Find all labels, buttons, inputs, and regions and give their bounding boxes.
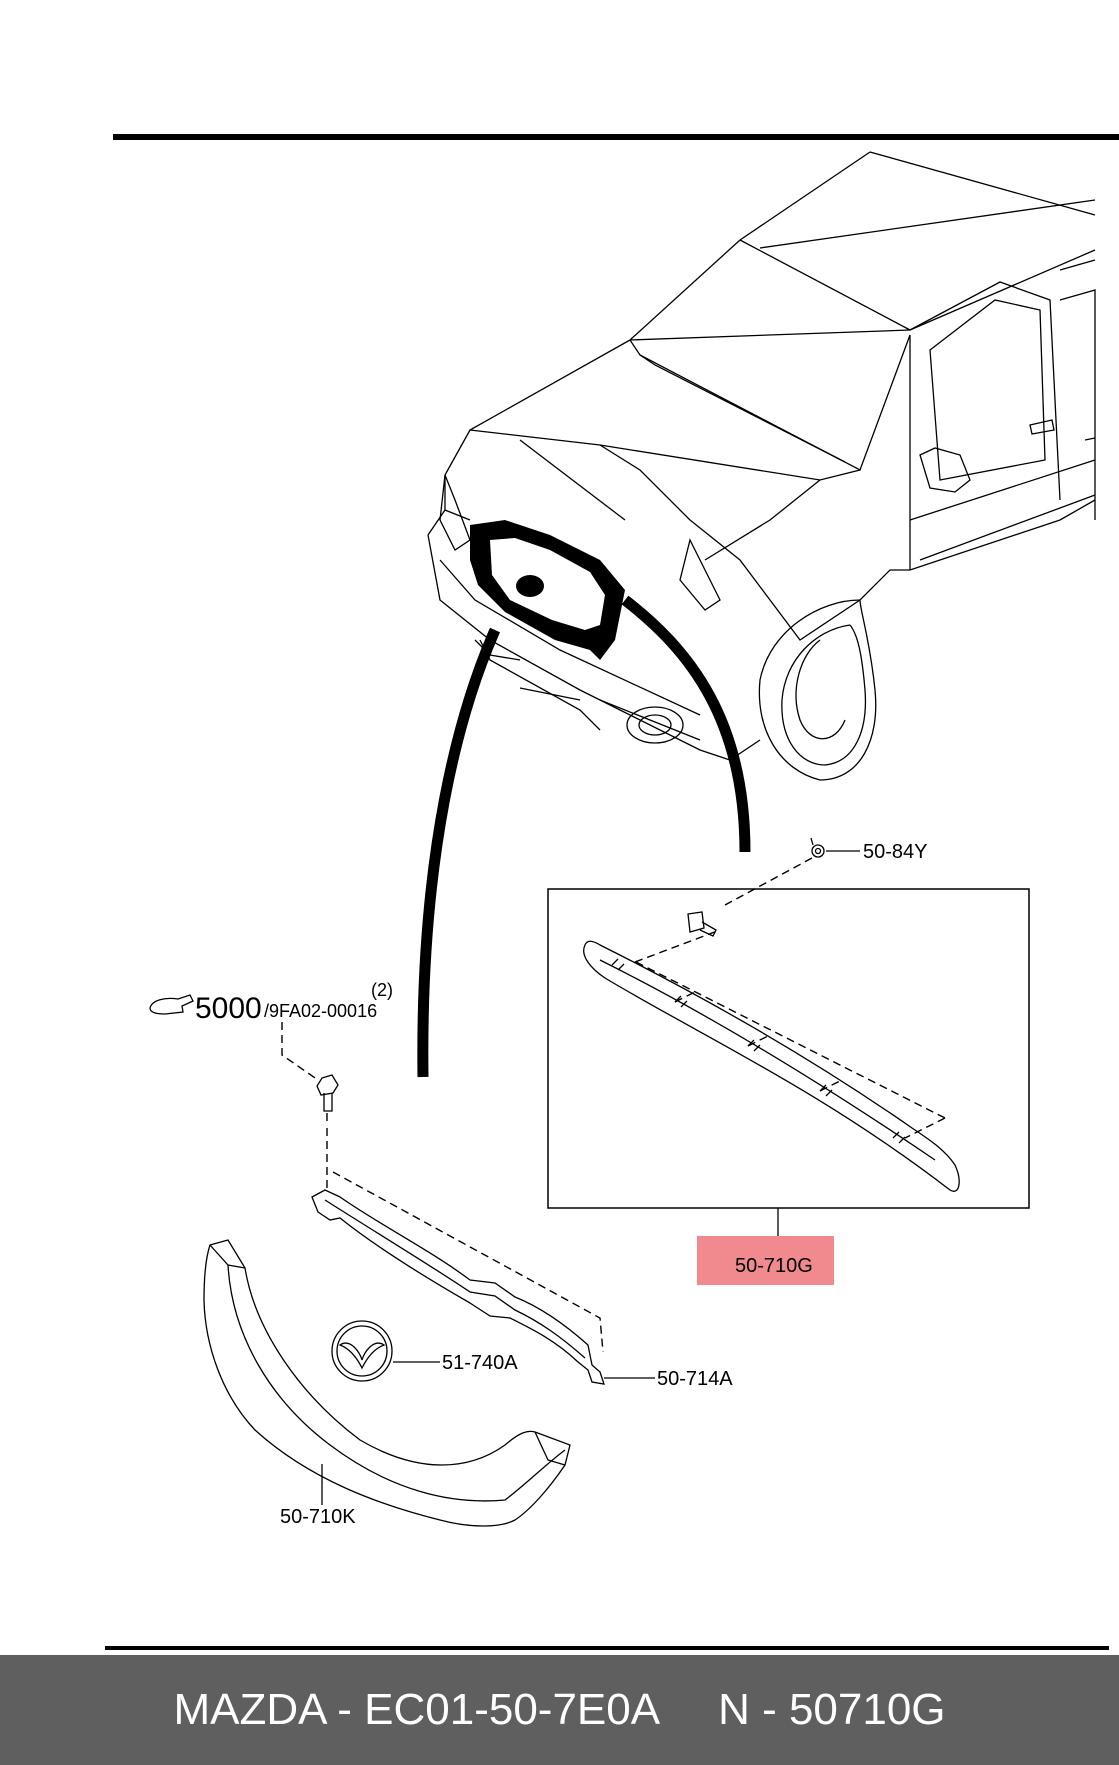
emblem-51-740a: 51-740A [331, 1320, 518, 1382]
bottom-rule [105, 1646, 1109, 1650]
pointing-hand-icon [149, 994, 194, 1015]
footer-part-right: N - 50710G [718, 1685, 946, 1734]
label-fastener-qty: (2) [371, 980, 393, 1000]
part-number-footer: MAZDA - EC01-50-7E0A N - 50710G [0, 1655, 1119, 1765]
fastener-reference: 5000 /9FA02-00016 (2) [149, 980, 393, 1125]
vehicle-illustration [427, 151, 1096, 781]
footer-part-left: MAZDA - EC01-50-7E0A [173, 1685, 661, 1734]
label-50-710k: 50-710K [280, 1506, 356, 1528]
label-50-84y: 50-84Y [863, 841, 928, 863]
bracket-50-714a: 50-714A [311, 1128, 733, 1390]
top-rule [113, 134, 1119, 140]
grille-50-710k: 50-710K [203, 1239, 571, 1528]
clip-50-84y: 50-84Y [724, 837, 928, 906]
leader-curve-grille [417, 627, 501, 1078]
garnish-label-highlight [697, 1236, 834, 1285]
garnish-detail-box [547, 888, 1030, 1240]
leader-curve-garnish [621, 595, 751, 853]
label-50-710g: 50-710G [735, 1255, 813, 1277]
label-fastener-ref: /9FA02-00016 [264, 1001, 377, 1021]
label-51-740a: 51-740A [442, 1352, 518, 1374]
label-fastener-number: 5000 [195, 992, 262, 1025]
grille-location-highlight [470, 520, 625, 660]
label-50-714a: 50-714A [657, 1368, 733, 1390]
